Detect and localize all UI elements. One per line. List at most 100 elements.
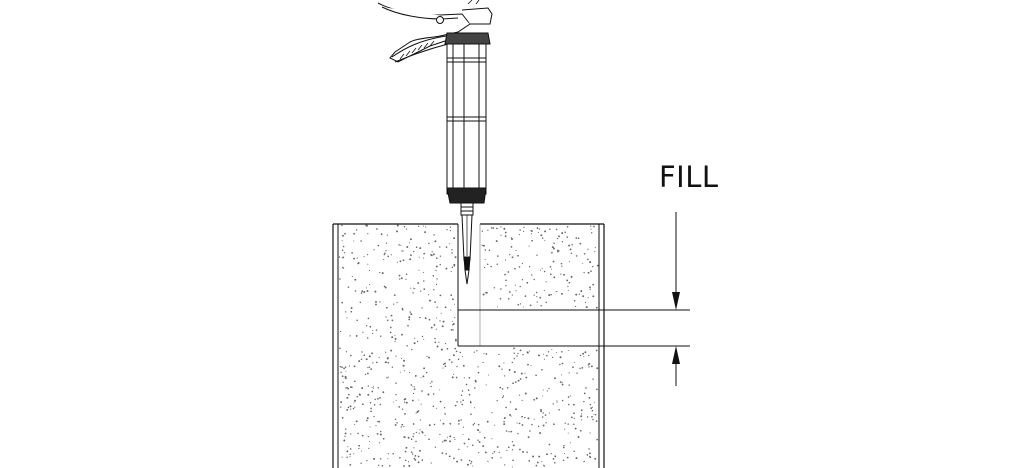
concrete-speckle (413, 433, 415, 435)
concrete-speckle (347, 387, 349, 390)
concrete-speckle (564, 231, 566, 234)
concrete-speckle (410, 438, 413, 440)
concrete-speckle (420, 403, 422, 405)
concrete-speckle (377, 387, 379, 389)
concrete-speckle (441, 325, 444, 328)
concrete-speckle (553, 242, 555, 245)
concrete-speckle (353, 257, 356, 260)
concrete-speckle (343, 367, 345, 370)
concrete-speckle (527, 363, 529, 366)
concrete-speckle (347, 406, 350, 409)
concrete-speckle (377, 398, 379, 400)
concrete-speckle (439, 433, 441, 436)
concrete-speckle (490, 265, 492, 268)
concrete-speckle (345, 351, 348, 353)
concrete-speckle (583, 356, 585, 358)
concrete-speckle (356, 257, 358, 259)
concrete-speckle (570, 252, 573, 255)
concrete-speckle (523, 306, 524, 308)
concrete-speckle (449, 229, 452, 232)
concrete-speckle (429, 382, 431, 384)
concrete-speckle (433, 323, 436, 326)
concrete-speckle (366, 253, 369, 256)
concrete-speckle (509, 401, 512, 403)
concrete-speckle (453, 436, 455, 439)
concrete-speckle (348, 365, 351, 367)
concrete-speckle (435, 269, 437, 272)
concrete-speckle (369, 402, 372, 404)
concrete-speckle (375, 361, 378, 364)
concrete-speckle (563, 452, 566, 455)
concrete-speckle (423, 252, 426, 255)
concrete-speckle (439, 294, 442, 297)
concrete-speckle (344, 366, 347, 368)
concrete-speckle (404, 398, 407, 400)
concrete-speckle (562, 446, 565, 449)
concrete-speckle (586, 454, 589, 456)
concrete-speckle (410, 384, 413, 386)
concrete-speckle (432, 393, 435, 395)
concrete-speckle (554, 455, 557, 458)
concrete-speckle (491, 438, 493, 440)
concrete-speckle (413, 447, 415, 449)
concrete-speckle (540, 234, 542, 237)
concrete-speckle (379, 335, 382, 337)
concrete-speckle (536, 461, 539, 464)
concrete-speckle (371, 332, 374, 335)
concrete-speckle (407, 436, 410, 439)
concrete-speckle (341, 224, 343, 227)
concrete-speckle (379, 397, 381, 399)
concrete-speckle (533, 418, 535, 420)
concrete-speckle (422, 225, 424, 227)
concrete-speckle (452, 329, 454, 331)
concrete-speckle (403, 465, 405, 467)
concrete-speckle (548, 387, 550, 390)
concrete-speckle (474, 379, 477, 382)
concrete-speckle (542, 424, 545, 427)
concrete-speckle (570, 416, 573, 419)
concrete-speckle (560, 262, 563, 265)
concrete-speckle (440, 312, 442, 314)
concrete-speckle (526, 281, 529, 284)
concrete-speckle (373, 457, 376, 460)
concrete-speckle (546, 453, 548, 456)
concrete-speckle (543, 465, 546, 467)
concrete-speckle (449, 440, 451, 443)
concrete-speckle (583, 460, 585, 463)
concrete-speckle (567, 349, 569, 352)
concrete-speckle (393, 401, 394, 403)
concrete-speckle (372, 387, 374, 389)
concrete-speckle (424, 317, 427, 320)
concrete-speckle (391, 319, 394, 322)
concrete-speckle (519, 349, 522, 352)
concrete-speckle (461, 403, 464, 406)
concrete-speckle (513, 371, 516, 373)
concrete-speckle (385, 306, 388, 309)
concrete-speckle (537, 231, 539, 233)
concrete-speckle (435, 283, 438, 286)
concrete-speckle (485, 353, 488, 355)
concrete-speckle (360, 450, 362, 452)
concrete-speckle (398, 406, 401, 408)
concrete-speckle (451, 376, 454, 379)
concrete-speckle (589, 288, 591, 291)
concrete-speckle (363, 291, 366, 293)
concrete-speckle (341, 240, 343, 242)
concrete-speckle (568, 372, 570, 374)
concrete-speckle (500, 457, 502, 459)
concrete-speckle (545, 281, 547, 283)
concrete-speckle (596, 388, 598, 391)
concrete-speckle (432, 405, 435, 408)
concrete-speckle (535, 291, 538, 294)
concrete-speckle (454, 347, 457, 350)
concrete-speckle (541, 368, 543, 371)
concrete-speckle (365, 358, 368, 361)
concrete-speckle (526, 451, 528, 453)
concrete-speckle (394, 423, 397, 426)
concrete-speckle (525, 376, 528, 379)
concrete-speckle (398, 274, 401, 277)
concrete-speckle (498, 353, 500, 356)
concrete-speckle (395, 399, 397, 401)
concrete-speckle (463, 442, 466, 445)
concrete-speckle (561, 362, 564, 365)
